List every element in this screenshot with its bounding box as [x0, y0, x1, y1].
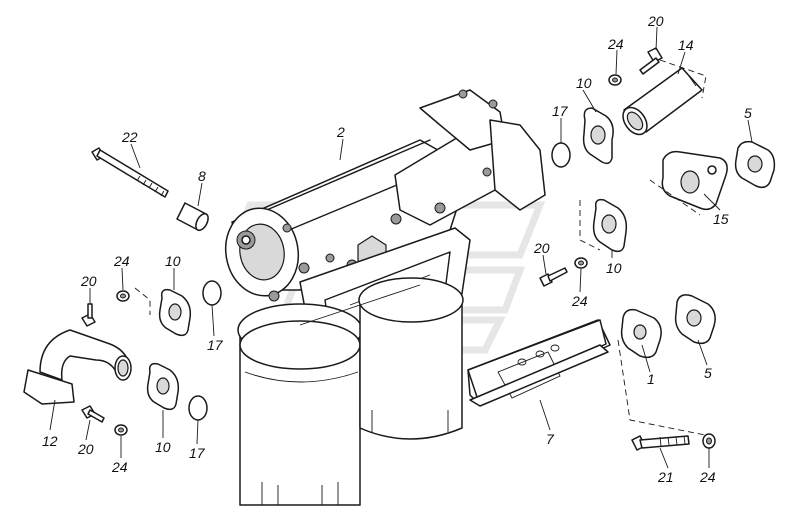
part-5-gasket-upper	[734, 140, 776, 189]
callout-15: 15	[713, 211, 729, 227]
callout-24: 24	[699, 469, 716, 485]
part-24-washer-top	[608, 74, 622, 86]
part-21-bolt	[631, 435, 690, 451]
part-24-washer-left-lower	[114, 424, 128, 436]
callout-21: 21	[657, 469, 674, 485]
callout-24: 24	[607, 36, 624, 52]
callout-20: 20	[533, 240, 550, 256]
part-12-elbow-pipe	[23, 329, 132, 405]
leader-lines	[49, 26, 753, 469]
callout-labels: 2 22 8 20 24 14 10 17 5 15 10 20 24 24 1…	[42, 13, 752, 485]
part-2-filter-housing	[224, 89, 546, 506]
part-24-washer-bottom-right	[702, 433, 716, 449]
callout-20: 20	[80, 273, 97, 289]
part-20-bolt-left-lower	[81, 405, 105, 423]
callout-17: 17	[207, 337, 224, 353]
part-15-elbow-flange	[649, 150, 728, 216]
callout-14: 14	[678, 37, 694, 53]
part-10-gasket-middle	[579, 198, 628, 253]
callout-24: 24	[113, 253, 130, 269]
callout-7: 7	[546, 431, 555, 447]
part-24-washer-left-upper	[116, 290, 130, 302]
callout-5: 5	[744, 105, 752, 121]
callout-17: 17	[552, 103, 569, 119]
callout-5: 5	[704, 365, 712, 381]
part-20-bolt-top	[639, 47, 663, 75]
callout-10: 10	[576, 75, 592, 91]
callout-2: 2	[336, 124, 345, 140]
callout-10: 10	[155, 439, 171, 455]
part-20-bolt-middle	[539, 267, 568, 287]
part-10-gasket-left-upper	[134, 287, 192, 337]
callout-1: 1	[647, 371, 655, 387]
callout-12: 12	[42, 433, 58, 449]
part-5-gasket-lower	[674, 294, 716, 345]
part-1-flange	[617, 308, 706, 436]
part-7-gasket-plate	[467, 319, 611, 407]
callout-8: 8	[198, 168, 206, 184]
part-10-gasket-left-lower	[146, 362, 180, 411]
callout-10: 10	[606, 260, 622, 276]
callout-20: 20	[77, 441, 94, 457]
part-17-ring-left-lower	[188, 395, 208, 421]
callout-20: 20	[647, 13, 664, 29]
part-14-pipe	[622, 59, 707, 136]
part-17-ring-left-upper	[202, 280, 222, 306]
callout-24: 24	[111, 459, 128, 475]
part-24-washer-middle	[574, 257, 588, 269]
callout-24: 24	[571, 293, 588, 309]
part-17-ring-upper	[551, 142, 571, 168]
callout-22: 22	[121, 129, 138, 145]
callout-10: 10	[165, 253, 181, 269]
part-8-sleeve	[176, 202, 209, 232]
part-20-bolt-left-upper	[81, 303, 96, 327]
part-10-gasket-upper	[582, 107, 614, 165]
callout-17: 17	[189, 445, 206, 461]
part-22-long-bolt	[91, 147, 169, 198]
